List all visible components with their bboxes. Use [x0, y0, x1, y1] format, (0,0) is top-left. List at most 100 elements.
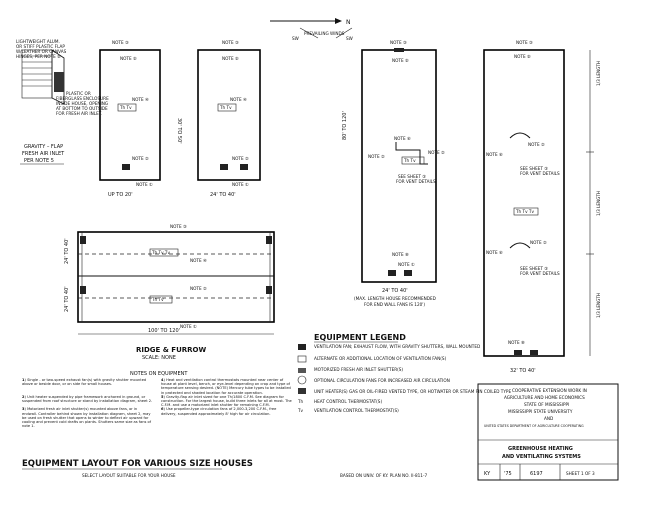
org-line6: UNITED STATES DEPARTMENT OF AGRICULTURE …: [484, 424, 584, 428]
max-length-line1: (MAX. LENGTH HOUSE RECOMMENDED: [354, 296, 436, 301]
note3-label: NOTE ③: [112, 40, 129, 45]
thermostat-label-e: Th Tv: [403, 158, 416, 163]
note1-label-d: NOTE ①: [398, 262, 415, 267]
equipment-legend: EQUIPMENT LEGEND Th Tv VENTILATION FAN; …: [297, 333, 511, 413]
equipment-notes: NOTES ON EQUIPMENT: [130, 371, 188, 377]
see-sheet-label-b: SEE SHEET ③ FOR VENT DETAILS: [520, 166, 560, 176]
dim-24-40-vert-bottom: 24' TO 40': [64, 286, 70, 312]
ridge-furrow-title: RIDGE & FURROW: [136, 346, 207, 354]
note2-label-b: NOTE ②: [232, 156, 249, 161]
note-item-5: 5) Gravity-flap air inlet sized for one …: [161, 394, 292, 408]
thermostat-label-b: Th Tv: [219, 105, 232, 110]
org-line2: AGRICULTURE AND HOME ECONOMICS: [504, 395, 585, 400]
note2-label-f: NOTE ②: [528, 142, 545, 147]
note5-label-d: NOTE ⑤: [392, 58, 409, 63]
note2-label-c: NOTE ②: [190, 286, 207, 291]
org-line3: STATE OF MISSISSIPPI: [524, 402, 569, 407]
thermostat-label-d: Th Tv: [151, 297, 164, 302]
third-length-3: 1/3 LENGTH: [596, 293, 601, 318]
note6-label-c: NOTE ⑥: [486, 250, 503, 255]
project-line1: GREENHOUSE HEATING: [508, 446, 573, 452]
legend-item-2: ALTERNATE OR ADDITIONAL LOCATION OF VENT…: [314, 356, 447, 361]
north-arrow: N SW SW PREVAILING WINDS: [270, 18, 353, 41]
note-item-2: 2) Unit heater suspended by pipe framewo…: [22, 394, 153, 404]
dim-24-40-b: 24' TO 40': [382, 288, 408, 294]
max-length-line2: FOR END WALL FANS IS 120'): [364, 302, 425, 307]
dim-30-50: 30' TO 50': [176, 118, 182, 144]
based-on: BASED ON UNIV. OF KY. PLAN NO. II-811-7: [340, 473, 427, 478]
see-sheet-label: SEE SHEET ③ FOR VENT DETAILS: [396, 174, 436, 184]
per-note5-title: PER NOTE 5: [24, 158, 54, 164]
org-line4: MISSISSIPPI STATE UNIVERSITY: [508, 409, 573, 414]
louver-callout: LIGHTWEIGHT ALUM. OR STIFF PLASTIC FLAP …: [16, 39, 68, 59]
title-block: COOPERATIVE EXTENSION WORK IN AGRICULTUR…: [477, 383, 619, 481]
plan-small-house: NOTE ③ NOTE ⑤ NOTE ④ Th Tv NOTE ② NOTE ①…: [99, 40, 182, 198]
note5-label: NOTE ⑤: [120, 56, 137, 61]
third-length-1: 1/3 LENGTH: [596, 61, 601, 86]
note3-label-b: NOTE ③: [222, 40, 239, 45]
dim-24-40-vert-top: 24' TO 40': [64, 238, 70, 264]
note6-label: NOTE ⑥: [394, 136, 411, 141]
code-number: 6197: [530, 471, 543, 477]
notes-body: 1) Single - or two-speed exhaust fan(s) …: [22, 378, 292, 428]
thermostat-label: Th Tv: [119, 105, 132, 110]
sheet-number: SHEET 1 OF 3: [566, 471, 595, 476]
scale-none: SCALE: NONE: [142, 355, 176, 361]
legend-item-7: VENTILATION CONTROL THERMOSTAT(S): [314, 408, 399, 413]
note2-label-e: NOTE ②: [428, 150, 445, 155]
sub-title: SELECT LAYOUT SUITABLE FOR YOUR HOUSE: [82, 473, 176, 478]
legend-item-1: VENTILATION FAN; EXHAUST FLOW, WITH GRAV…: [314, 344, 480, 349]
note8-label-b: NOTE ⑧: [508, 340, 525, 345]
dim-80-120: 80' TO 120': [342, 111, 348, 140]
code-ky: KY: [484, 471, 491, 477]
gravity-flap-title: GRAVITY – FLAP: [24, 144, 63, 150]
gravity-flap-detail: LIGHTWEIGHT ALUM. OR STIFF PLASTIC FLAP …: [16, 39, 110, 165]
dim-24-40: 24' TO 40': [210, 192, 236, 198]
thermostat-label-f: Th Tv Tv: [515, 209, 534, 214]
note1-label: NOTE ①: [136, 182, 153, 187]
legend-item-4: OPTIONAL CIRCULATION FANS FOR INCREASED …: [314, 378, 450, 383]
org-line5: AND: [544, 416, 553, 421]
third-length-2: 1/3 LENGTH: [596, 191, 601, 216]
legend-symbol-th: Th: [297, 399, 304, 404]
note2-label-g: NOTE ②: [530, 240, 547, 245]
org-line1: COOPERATIVE EXTENSION WORK IN: [512, 388, 587, 393]
note5-label-b: NOTE ⑤: [222, 56, 239, 61]
legend-item-3: MOTORIZED FRESH AIR INLET SHUTTER(S): [314, 367, 403, 372]
legend-item-6: HEAT CONTROL THERMOSTAT(S): [314, 399, 382, 404]
plan-ridge-furrow: NOTE ③ Th Tv Tv Th Tv NOTE ④ NOTE ② NOTE…: [64, 224, 275, 361]
main-title: EQUIPMENT LAYOUT FOR VARIOUS SIZE HOUSES: [22, 459, 253, 469]
code-year: '75: [504, 471, 512, 477]
plan-large-house: NOTE ③ NOTE ⑤ NOTE ② NOTE ⑥ SEE SHEET ③ …: [483, 40, 601, 374]
project-line2: AND VENTILATING SYSTEMS: [502, 454, 581, 460]
dim-100-120: 100' TO 120': [148, 328, 180, 334]
note8-label: NOTE ⑧: [392, 252, 409, 257]
note3-label-d: NOTE ③: [390, 40, 407, 45]
plan-end-wall-fans: NOTE ③ NOTE ⑤ NOTE ⑥ NOTE ② NOTE ② Th Tv…: [342, 40, 445, 307]
fresh-air-inlet-title: FRESH AIR INLET: [22, 151, 65, 157]
dim-up-to-20: UP TO 20': [108, 192, 133, 198]
fiberglass-callout: PLASTIC OR FIBERGLASS ENCLOSURE INSIDE H…: [56, 91, 110, 116]
legend-item-5: UNIT HEATER(S) GAS OR OIL-FIRED VENTED T…: [314, 389, 511, 394]
prevailing-winds-label: PREVAILING WINDS: [304, 31, 345, 36]
note3-label-e: NOTE ③: [516, 40, 533, 45]
north-label: N: [346, 19, 351, 26]
note1-label-c: NOTE ①: [180, 324, 197, 329]
plan-medium-house: NOTE ③ NOTE ⑤ NOTE ④ Th Tv NOTE ② NOTE ①…: [197, 40, 261, 198]
legend-title: EQUIPMENT LEGEND: [314, 333, 406, 342]
note-item-1: 1) Single - or two-speed exhaust fan(s) …: [22, 378, 147, 387]
note2-label: NOTE ②: [132, 156, 149, 161]
note4-label-b: NOTE ④: [230, 97, 247, 102]
notes-title: NOTES ON EQUIPMENT: [130, 371, 188, 377]
note-item-6: 6) Use propeller-type circulation fans o…: [161, 407, 277, 416]
sw-left-label: SW: [292, 36, 299, 41]
see-sheet-label-c: SEE SHEET ③ FOR VENT DETAILS: [520, 266, 560, 276]
note6-label-b: NOTE ⑥: [486, 152, 503, 157]
note4-label: NOTE ④: [132, 97, 149, 102]
note1-label-b: NOTE ①: [232, 182, 249, 187]
note2-label-d: NOTE ②: [368, 154, 385, 159]
thermostat-label-c: Th Tv Tv: [151, 250, 170, 255]
sheet-title: EQUIPMENT LAYOUT FOR VARIOUS SIZE HOUSES…: [22, 459, 427, 478]
note-item-4: 4) Heat and ventilation control thermost…: [161, 378, 291, 395]
